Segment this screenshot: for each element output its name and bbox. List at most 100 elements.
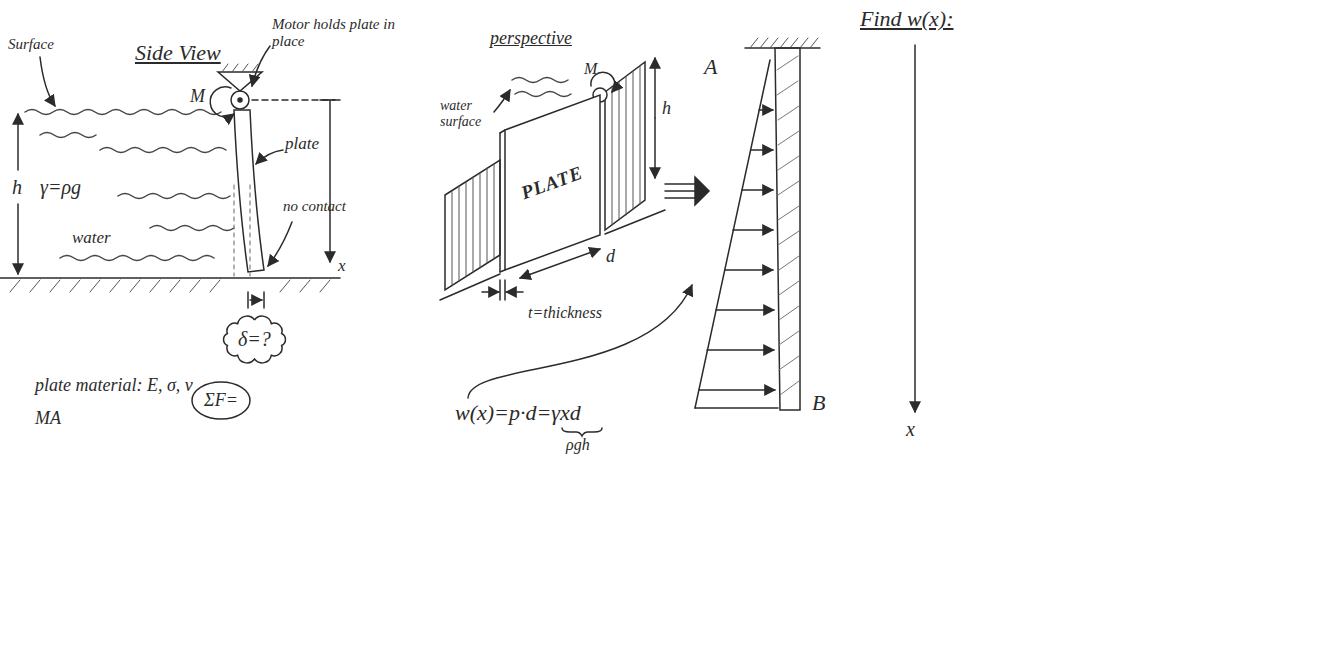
beam <box>775 48 800 410</box>
underbrace <box>562 428 602 436</box>
node-text: ΣF= <box>190 380 252 421</box>
callout-label: plate <box>285 134 319 154</box>
water-waves <box>40 133 96 138</box>
height-dimension <box>654 58 656 178</box>
distributed-load <box>699 389 775 391</box>
undeformed-plate <box>250 185 251 276</box>
side-wall <box>445 160 500 290</box>
distributed-load <box>742 189 773 191</box>
x-axis <box>914 45 916 412</box>
equivalent-arrow <box>665 183 697 185</box>
side-wall <box>452 164 494 286</box>
circled-note: ΣF= <box>190 380 252 421</box>
point-label: B <box>812 390 825 415</box>
dimension-label: d <box>606 246 615 267</box>
leader-arrow <box>40 57 55 106</box>
motor-support <box>218 72 262 91</box>
plate-face: PLATE <box>505 95 600 270</box>
moment-symbol: M <box>190 86 205 107</box>
leader-arrow <box>494 90 510 112</box>
equivalent-arrow <box>665 197 697 199</box>
callout-label: Surface <box>8 36 54 53</box>
motor-support <box>238 98 242 102</box>
leader-arrow <box>256 150 283 164</box>
water-surface-waves <box>512 78 571 97</box>
underbrace <box>562 428 602 436</box>
callout-label: water surface <box>440 98 498 130</box>
floor-line <box>605 210 665 234</box>
view-title: Side View <box>135 40 221 65</box>
leader-arrow <box>468 285 692 398</box>
distributed-load <box>751 149 773 151</box>
height-dimension <box>17 204 19 274</box>
leader-arrow <box>494 90 510 112</box>
ground-line <box>0 278 340 292</box>
height-dimension <box>654 118 656 178</box>
side-wall <box>605 62 645 230</box>
deflection-marker <box>247 292 249 308</box>
water-waves <box>25 110 221 115</box>
axis-label: x <box>338 256 346 276</box>
beam <box>775 48 800 410</box>
x-dimension <box>320 100 340 262</box>
water-waves <box>118 194 230 199</box>
formula: γ=ρg <box>40 176 81 199</box>
thickness-dimension <box>506 291 523 293</box>
height-dimension <box>17 114 19 170</box>
ground-line <box>0 277 340 279</box>
deflection-marker <box>250 299 262 301</box>
equivalent-arrow <box>695 177 709 205</box>
node-text: δ=? <box>218 312 291 367</box>
leader-arrow <box>468 285 692 398</box>
axis-label: x <box>906 418 915 441</box>
dimension-label: h <box>12 176 22 199</box>
view-title: Find w(x): <box>860 6 953 31</box>
thickness-dimension <box>499 280 501 300</box>
distributed-load <box>695 60 778 408</box>
undeformed-plate <box>234 185 235 276</box>
motor-support <box>210 64 262 117</box>
illustration <box>0 38 915 436</box>
formula: ρgh <box>566 436 590 454</box>
equivalent-arrow <box>665 190 697 192</box>
distributed-load <box>707 349 774 351</box>
undeformed-plate <box>234 185 250 276</box>
leader-arrow <box>268 222 292 266</box>
floor-line <box>440 274 500 300</box>
distributed-load <box>695 407 778 409</box>
equivalent-arrow <box>665 177 709 205</box>
water-waves <box>100 148 226 153</box>
deflection-marker <box>248 292 264 308</box>
motor-support <box>210 87 234 117</box>
ground-line <box>10 280 330 292</box>
bent-plate <box>234 110 264 272</box>
distributed-load <box>695 60 770 408</box>
thickness-dimension <box>504 280 506 300</box>
distributed-load <box>759 109 773 111</box>
callout-label: no contact <box>283 198 346 215</box>
water-surface-waves <box>512 78 568 83</box>
distributed-load <box>725 269 773 271</box>
leader-arrow <box>252 46 270 86</box>
deflection-marker <box>263 292 265 308</box>
point-label: A <box>704 54 717 79</box>
x-axis <box>914 45 916 412</box>
x-dimension <box>329 100 331 262</box>
thickness-dimension <box>482 280 523 300</box>
material-label: water <box>72 228 111 248</box>
thickness-dimension <box>482 291 499 293</box>
water-waves <box>60 256 214 261</box>
side-wall <box>612 66 640 225</box>
motor-support <box>222 64 258 72</box>
distributed-load <box>733 229 773 231</box>
plate-thickness <box>499 133 501 272</box>
view-title: perspective <box>490 28 572 49</box>
dimension-label: h <box>662 98 671 119</box>
fixed-support <box>750 38 818 48</box>
material-note: plate material: E, σ, ν <box>35 375 193 396</box>
plate-outline <box>505 95 600 270</box>
water-waves <box>25 110 234 261</box>
fixed-support <box>745 38 820 48</box>
motor-support <box>231 91 249 109</box>
thought-cloud: δ=? <box>218 312 291 367</box>
